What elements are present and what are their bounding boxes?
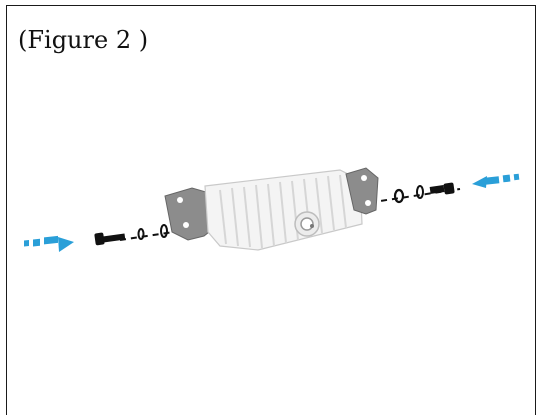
washer-icon: [416, 185, 424, 199]
mounting-bracket-icon: [164, 187, 215, 241]
arrow-left-icon: [472, 173, 520, 188]
bolt-icon: [94, 232, 126, 246]
figure-caption: (Figure 2 ): [18, 26, 149, 54]
washer-icon: [160, 224, 168, 238]
mounting-bracket-icon: [345, 167, 379, 215]
nut-icon: [429, 182, 455, 195]
arrow-right-icon: [24, 235, 74, 252]
washer-icon: [393, 188, 405, 204]
enclosure-icon: [204, 169, 363, 251]
washer-icon: [137, 228, 145, 240]
figure-frame: [6, 5, 536, 415]
